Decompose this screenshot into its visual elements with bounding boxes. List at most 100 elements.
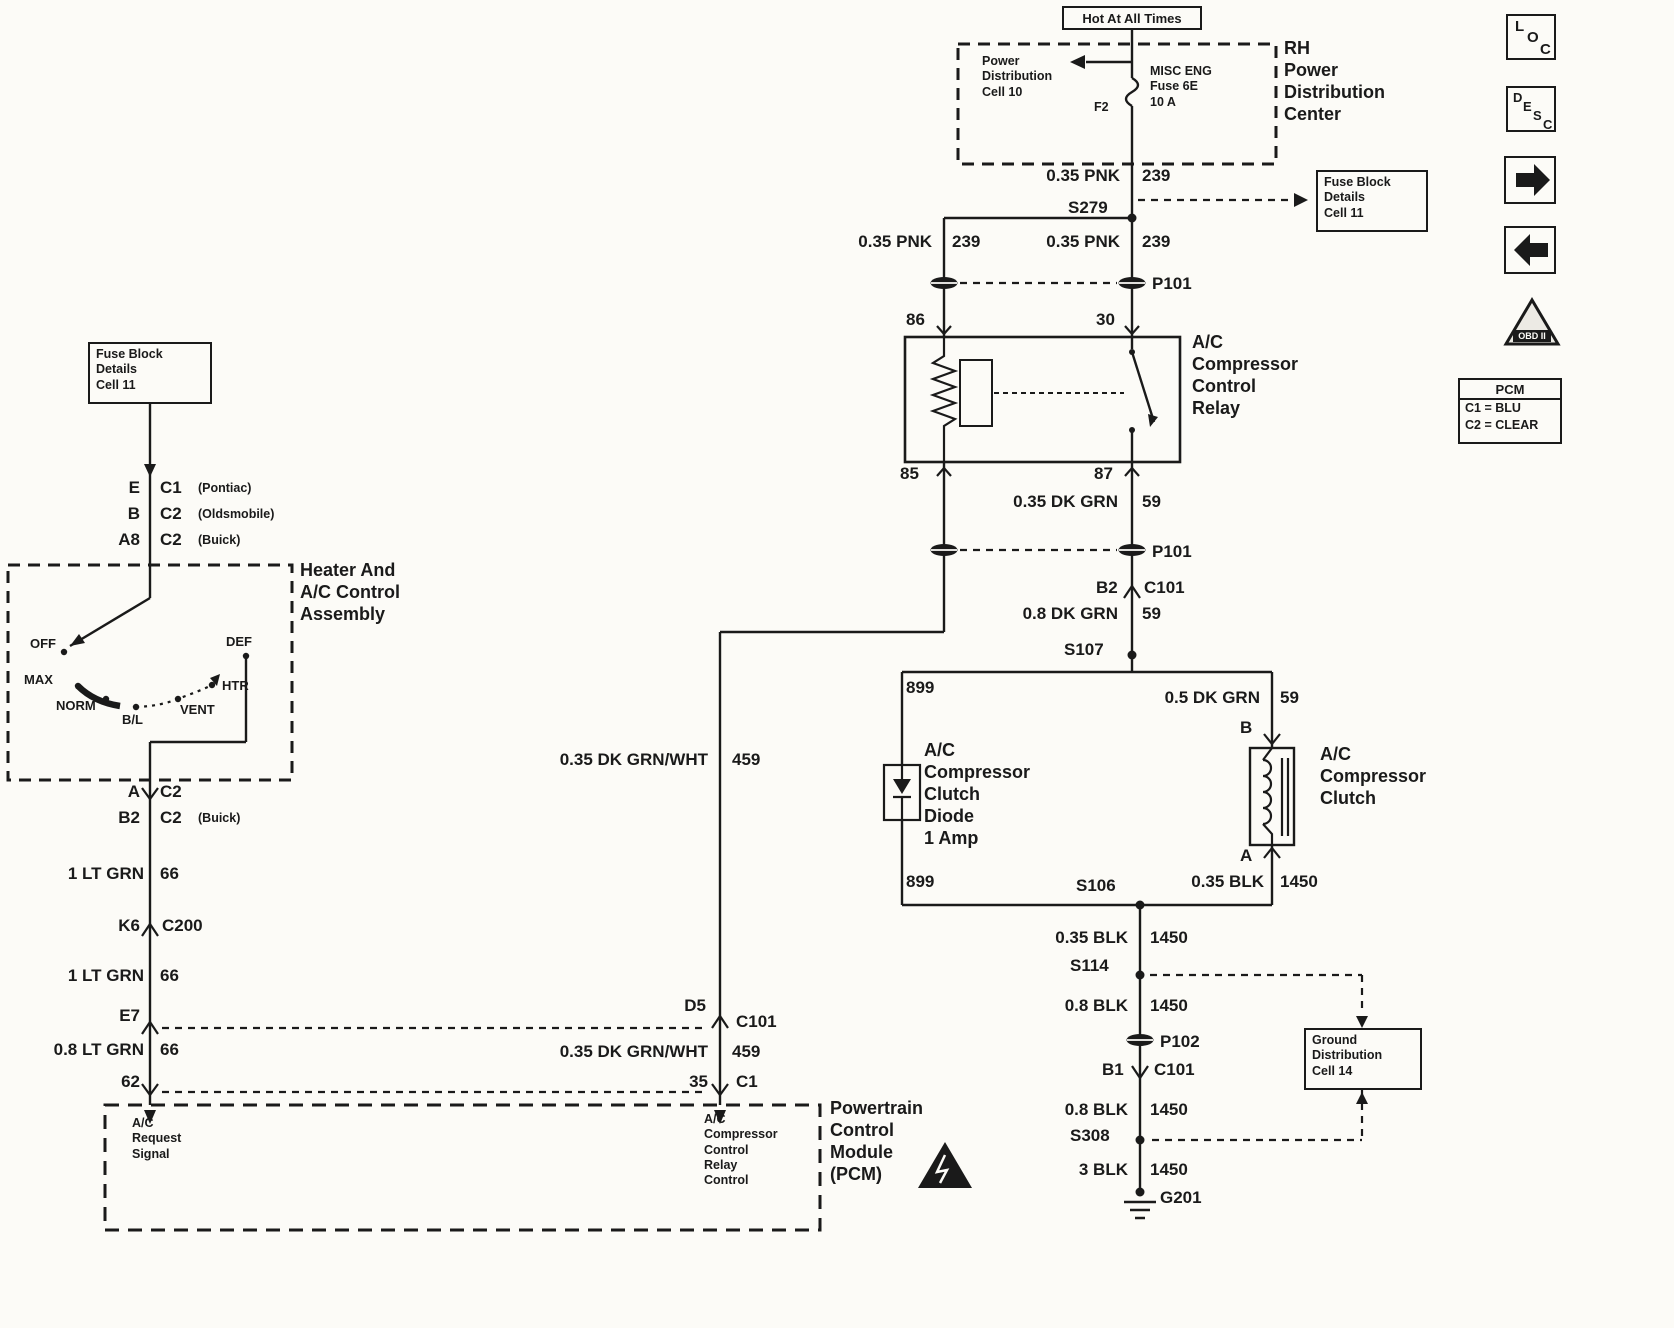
- relay-core-icon: [959, 359, 993, 427]
- relay-pin-30-label: 30: [1096, 310, 1115, 329]
- hvac-out-pin-b2-label: B2: [118, 808, 140, 827]
- pcm-legend-title: PCM: [1460, 380, 1560, 400]
- dkgrn-05-circuit-label: 59: [1280, 688, 1299, 707]
- relay-pin86-terminal-icon: [936, 325, 952, 336]
- blk-035-wire-label: 0.35 BLK: [1055, 928, 1128, 947]
- splice-s106-dot: [1135, 900, 1145, 910]
- ground-ref-arrow-top: [1356, 1016, 1368, 1028]
- splice-s114-dot: [1135, 970, 1145, 980]
- diode-icon: [882, 763, 922, 822]
- hvac-pin-a8-note: (Buick): [198, 533, 241, 547]
- splice-s279-dot: [1127, 213, 1137, 223]
- pcm-pin62-terminal-icon: [141, 1083, 159, 1097]
- pcm-legend-c1: C1 = BLU: [1465, 401, 1521, 415]
- switch-position-def: DEF: [226, 634, 252, 649]
- clutch-coil-icon: [1248, 746, 1296, 847]
- ltgrn-lower-wire-label: 1 LT GRN: [67, 966, 144, 985]
- feed-arrow: [1070, 55, 1085, 69]
- switch-position-norm: NORM: [56, 698, 96, 713]
- dkgrn-05-wire-label: 0.5 DK GRN: [1164, 688, 1260, 707]
- fuse-block-details-box-left: Fuse Block Details Cell 11: [88, 342, 212, 404]
- ltgrn-08-circuit-label: 66: [160, 1040, 179, 1059]
- hvac-out-pin-b2-note: (Buick): [198, 811, 241, 825]
- obd-symbol-pcm: [918, 1142, 972, 1188]
- connector-chevrons: [141, 325, 1281, 1097]
- loc-letter-l: L: [1515, 18, 1525, 35]
- switch-contact-arc: [75, 683, 121, 710]
- grnwht-upper-wire-label: 0.35 DK GRN/WHT: [559, 750, 708, 769]
- pcm-request-signal-label: A/C Request Signal: [132, 1116, 182, 1161]
- hvac-pin-e-label: E: [128, 478, 140, 497]
- clutch-pin-a-label: A: [1240, 846, 1253, 865]
- ltgrn-upper-circuit-label: 66: [160, 864, 179, 883]
- dkgrn-035-circuit-label: 59: [1142, 492, 1161, 511]
- blk-035-clutch-circuit-label: 1450: [1280, 872, 1318, 891]
- pcm-legend-c2: C2 = CLEAR: [1465, 417, 1539, 432]
- relay-title: A/C Compressor Control Relay: [1192, 332, 1299, 418]
- power-center-title: RH Power Distribution Center: [1284, 38, 1385, 124]
- fuse-icon: [1124, 76, 1140, 108]
- switch-position-vent: VENT: [180, 702, 215, 717]
- relay-pin-86-label: 86: [906, 310, 925, 329]
- pnk-main-wire-label: 0.35 PNK: [1046, 166, 1120, 185]
- connector-c200-label: C200: [162, 916, 203, 935]
- relay-switch-blade: [1130, 351, 1156, 423]
- connector-d5-pin-label: D5: [684, 996, 706, 1015]
- clutch-title: A/C Compressor Clutch: [1320, 744, 1427, 808]
- clutch-pin-b-label: B: [1240, 718, 1253, 737]
- relay-pin87-terminal-icon: [1124, 466, 1140, 477]
- connector-c101-d5-icon: [711, 1014, 729, 1029]
- connector-c101-b2-icon: [1123, 584, 1141, 599]
- fuse-block-left-arrow: [144, 464, 156, 477]
- splice-s114-label: S114: [1070, 956, 1109, 975]
- pcm-pin-35-conn-label: C1: [736, 1072, 758, 1091]
- hvac-pin-a8-conn-label: C2: [160, 530, 182, 549]
- relay-pin-85-label: 85: [900, 464, 919, 483]
- blk-08-lower-wire-label: 0.8 BLK: [1064, 1100, 1128, 1119]
- blk-08-upper-wire-label: 0.8 BLK: [1064, 996, 1128, 1015]
- loc-button[interactable]: L O C: [1506, 14, 1556, 60]
- diode-title: A/C Compressor Clutch Diode 1 Amp: [924, 740, 1031, 848]
- connector-b2-pin-label: B2: [1096, 578, 1118, 597]
- inline-connector-icons: [930, 277, 1154, 1046]
- wires-dashed: [162, 198, 1364, 1142]
- blk-3-wire-label: 3 BLK: [1078, 1160, 1128, 1179]
- desc-button[interactable]: D E S C: [1506, 86, 1556, 132]
- connector-d5-c101-label: C101: [736, 1012, 777, 1031]
- loc-letter-o: O: [1527, 29, 1539, 46]
- switch-wiper: [69, 596, 151, 648]
- clutch-pin-b-terminal-icon: [1263, 733, 1281, 746]
- ground-icon: [1124, 1187, 1156, 1220]
- connector-b2-c101-label: C101: [1144, 578, 1185, 597]
- grnwht-lower-wire-label: 0.35 DK GRN/WHT: [559, 1042, 708, 1061]
- connector-c101-e7-icon: [141, 1020, 159, 1035]
- connector-k6-pin-label: K6: [118, 916, 140, 935]
- hvac-out-pin-a-label: A: [127, 782, 140, 801]
- splice-s107-label: S107: [1064, 640, 1104, 659]
- hvac-switch-symbol: [60, 596, 250, 711]
- back-button[interactable]: [1504, 226, 1556, 274]
- pcm-title: Powertrain Control Module (PCM): [830, 1098, 924, 1184]
- pnk-right-circuit-label: 239: [1142, 232, 1171, 251]
- blk-08-upper-circuit-label: 1450: [1150, 996, 1188, 1015]
- hot-at-all-times-label: Hot At All Times: [1082, 10, 1182, 26]
- hvac-pin-b-note: (Oldsmobile): [198, 507, 275, 521]
- switch-position-bl: B/L: [122, 712, 143, 727]
- fuse-block-details-box-right: Fuse Block Details Cell 11: [1316, 170, 1428, 232]
- ltgrn-08-wire-label: 0.8 LT GRN: [53, 1040, 144, 1059]
- hvac-out-pin-a-conn-label: C2: [160, 782, 182, 801]
- forward-button[interactable]: [1504, 156, 1556, 204]
- blk-3-circuit-label: 1450: [1150, 1160, 1188, 1179]
- hvac-pin-b-conn-label: C2: [160, 504, 182, 523]
- pcm-connector-legend-box: PCM C1 = BLU C2 = CLEAR: [1458, 378, 1562, 444]
- connector-c200-k6-icon: [141, 922, 159, 937]
- splice-s279-label: S279: [1068, 198, 1108, 217]
- relay-pin85-terminal-icon: [936, 466, 952, 477]
- fuse-block-details-right-label: Fuse Block Details Cell 11: [1324, 175, 1391, 220]
- desc-letter-e: E: [1523, 99, 1532, 114]
- ground-g201-label: G201: [1160, 1188, 1202, 1207]
- splice-s107-dot: [1127, 650, 1137, 660]
- switch-position-max: MAX: [24, 672, 53, 687]
